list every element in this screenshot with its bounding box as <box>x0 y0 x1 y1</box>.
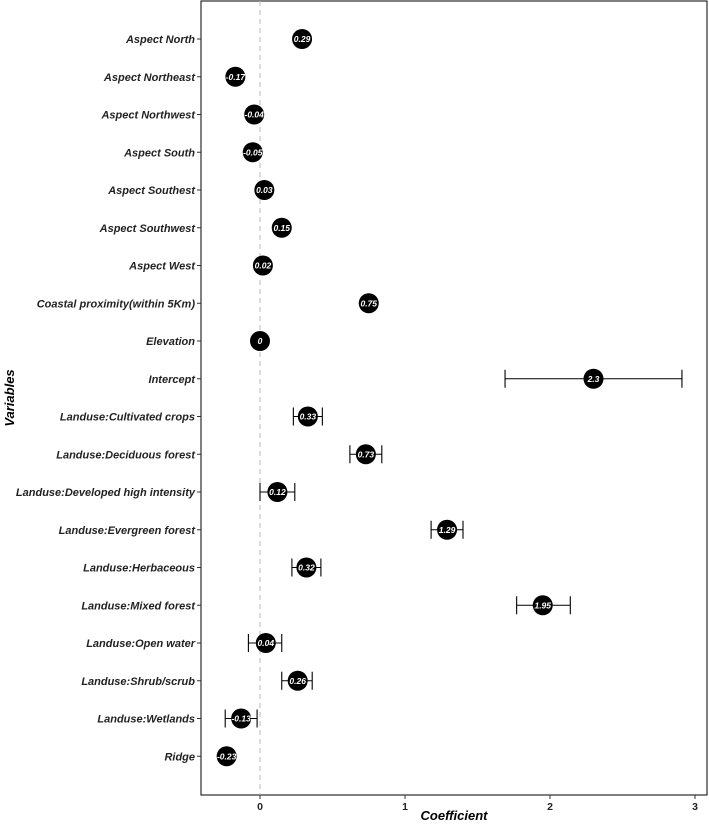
estimate-point <box>296 557 317 578</box>
estimate-label: -0.13 <box>231 714 251 724</box>
x-tick-label: 0 <box>257 801 263 813</box>
row-mark: 0.02 <box>252 255 273 276</box>
y-tick-label: Landuse:Shrub/scrub <box>81 676 195 688</box>
estimate-label: -0.17 <box>226 72 247 82</box>
estimate-point <box>242 142 263 163</box>
y-tick-label: Landuse:Deciduous forest <box>56 449 196 461</box>
row-mark: 0.03 <box>254 180 275 200</box>
row-mark: -0.04 <box>244 104 265 125</box>
row-mark: 0.04 <box>247 633 283 653</box>
row-mark: 0.15 <box>271 217 292 238</box>
estimate-point <box>250 331 270 351</box>
estimate-point <box>254 180 275 200</box>
estimate-point <box>355 444 376 465</box>
estimate-label: 0.29 <box>294 34 311 44</box>
y-tick-label: Aspect South <box>123 147 195 159</box>
y-tick-label: Aspect Southest <box>107 185 196 197</box>
y-tick-label: Coastal proximity(within 5Km) <box>37 298 196 310</box>
row-mark: 0.33 <box>292 406 323 427</box>
estimate-label: 1.29 <box>439 525 456 535</box>
estimate-point <box>287 670 308 691</box>
estimate-point <box>255 633 276 653</box>
estimate-label: 0.12 <box>269 487 286 497</box>
estimate-label: 0.32 <box>298 563 315 573</box>
y-tick-label: Aspect Northwest <box>100 110 196 122</box>
estimate-point <box>583 368 604 389</box>
y-tick-label: Intercept <box>149 374 197 386</box>
estimate-label: 0.73 <box>358 449 375 459</box>
estimate-label: 0.02 <box>255 261 272 271</box>
row-mark: 0.73 <box>349 444 383 465</box>
y-tick-label: Aspect Southwest <box>99 223 197 235</box>
estimate-label: 1.95 <box>534 600 551 610</box>
row-mark: -0.23 <box>216 746 237 767</box>
row-mark: 1.95 <box>516 595 571 616</box>
estimate-label: 0.03 <box>256 185 273 195</box>
row-mark: 2.3 <box>504 368 683 389</box>
y-tick-label: Aspect Northeast <box>103 72 196 84</box>
estimate-label: 0.26 <box>289 676 306 686</box>
row-mark: -0.13 <box>224 708 258 729</box>
estimate-point <box>437 519 458 540</box>
estimate-point <box>267 482 288 502</box>
estimate-label: 0.33 <box>300 412 317 422</box>
y-tick-label: Landuse:Mixed forest <box>81 600 196 612</box>
y-tick-label: Landuse:Developed high intensity <box>16 487 196 499</box>
estimate-label: -0.04 <box>245 110 265 120</box>
y-tick-label: Aspect West <box>128 261 196 273</box>
estimate-point <box>225 66 246 87</box>
plot-panel <box>200 0 708 796</box>
row-mark: 0.75 <box>358 293 379 314</box>
x-tick-label: 2 <box>547 801 553 813</box>
y-tick-label: Landuse:Wetlands <box>97 714 195 726</box>
row-mark: 0.29 <box>292 29 313 49</box>
row-mark: 1.29 <box>430 519 464 540</box>
estimate-label: 0.04 <box>258 638 275 648</box>
y-tick-label: Ridge <box>164 751 195 763</box>
row-mark: 0.26 <box>281 670 313 691</box>
y-axis-ticks <box>197 38 201 757</box>
data-marks: 0.29 -0.17 -0.04 -0.05 0.03 0.15 0.02 0.75 0 2.3 0… <box>216 29 683 767</box>
estimate-point <box>292 29 313 49</box>
estimate-point <box>271 217 292 238</box>
x-tick-label: 3 <box>692 801 698 813</box>
estimate-label: 2.3 <box>587 374 600 384</box>
row-mark: 0.12 <box>259 482 296 502</box>
estimate-label: 0.75 <box>360 298 377 308</box>
estimate-point <box>252 255 273 276</box>
row-mark: 0.32 <box>291 557 322 578</box>
estimate-point <box>216 746 237 767</box>
row-mark: -0.17 <box>225 66 247 87</box>
estimate-point <box>358 293 379 314</box>
y-axis-title: Variables <box>2 369 17 426</box>
estimate-label: -0.05 <box>243 147 263 157</box>
row-mark: -0.05 <box>242 142 263 163</box>
estimate-point <box>244 104 265 125</box>
y-tick-label: Landuse:Evergreen forest <box>59 525 197 537</box>
y-tick-label: Landuse:Open water <box>86 638 196 650</box>
estimate-label: 0.15 <box>273 223 290 233</box>
row-mark: 0 <box>250 331 270 351</box>
x-axis-title: Coefficient <box>421 808 489 823</box>
y-tick-label: Aspect North <box>125 34 195 46</box>
y-tick-label: Landuse:Cultivated crops <box>60 412 195 424</box>
estimate-label: -0.23 <box>217 751 237 761</box>
y-tick-label: Elevation <box>146 336 195 348</box>
x-axis-labels: 0 1 2 3 <box>257 801 698 813</box>
estimate-label: 0 <box>258 336 263 346</box>
x-tick-label: 1 <box>402 801 408 813</box>
estimate-point <box>297 406 318 427</box>
estimate-point <box>231 708 252 729</box>
y-tick-label: Landuse:Herbaceous <box>83 563 195 575</box>
estimate-point <box>532 595 553 616</box>
x-axis-ticks <box>259 795 696 799</box>
